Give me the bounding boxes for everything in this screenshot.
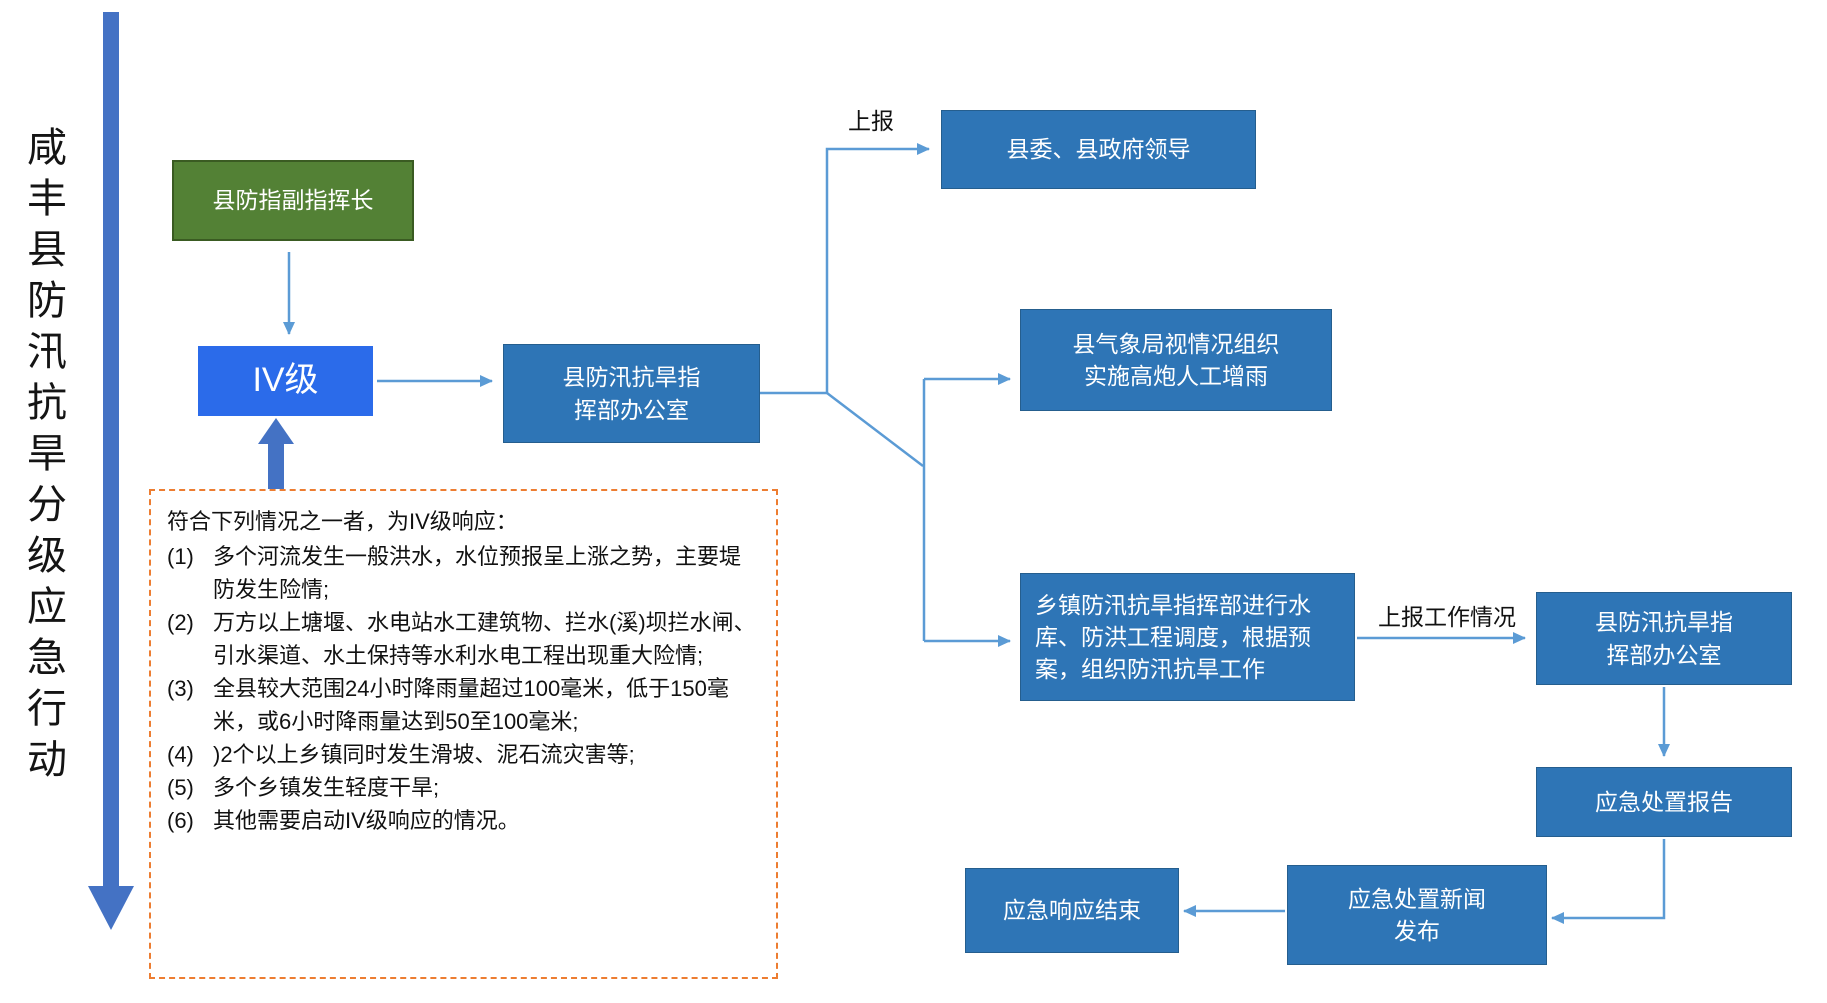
timeline-arrow-head bbox=[88, 886, 134, 930]
node-flood-office-1: 县防汛抗旱指 挥部办公室 bbox=[503, 344, 760, 443]
arrow-office-to-leaders bbox=[760, 143, 930, 395]
node-disposal-report: 应急处置报告 bbox=[1536, 767, 1792, 837]
criteria-item: (5) 多个乡镇发生轻度干旱; bbox=[167, 771, 760, 804]
criteria-item-number: (4) bbox=[167, 742, 194, 767]
criteria-item-number: (6) bbox=[167, 808, 194, 833]
criteria-item: (1) 多个河流发生一般洪水，水位预报呈上涨之势，主要堤防发生险情; bbox=[167, 540, 760, 606]
criteria-item-text: )2个以上乡镇同时发生滑坡、泥石流灾害等; bbox=[213, 742, 635, 767]
criteria-panel: 符合下列情况之一者，为IV级响应： (1) 多个河流发生一般洪水，水位预报呈上涨… bbox=[149, 489, 778, 979]
connector-diagonal bbox=[826, 392, 924, 467]
node-deputy-commander: 县防指副指挥长 bbox=[172, 160, 414, 241]
criteria-item-number: (3) bbox=[167, 676, 194, 701]
criteria-item: (2) 万方以上塘堰、水电站水工建筑物、拦水(溪)坝拦水闸、引水渠道、水土保持等… bbox=[167, 606, 760, 672]
criteria-item: (6) 其他需要启动IV级响应的情况。 bbox=[167, 804, 760, 837]
criteria-item-text: 全县较大范围24小时降雨量超过100毫米，低于150毫米，或6小时降雨量达到50… bbox=[213, 676, 729, 734]
arrow-report-to-news bbox=[1551, 839, 1666, 924]
criteria-up-arrow-head bbox=[258, 418, 294, 444]
node-weather-bureau: 县气象局视情况组织 实施高炮人工增雨 bbox=[1020, 309, 1332, 411]
criteria-item: (3) 全县较大范围24小时降雨量超过100毫米，低于150毫米，或6小时降雨量… bbox=[167, 672, 760, 738]
node-township-hq: 乡镇防汛抗旱指挥部进行水 库、防洪工程调度，根据预 案，组织防汛抗旱工作 bbox=[1020, 573, 1355, 701]
label-report-work: 上报工作情况 bbox=[1378, 604, 1516, 630]
criteria-title: 符合下列情况之一者，为IV级响应： bbox=[167, 509, 518, 534]
diagram-title-vertical: 咸丰县防汛抗旱分级应急行动 bbox=[21, 126, 65, 789]
criteria-item-text: 多个河流发生一般洪水，水位预报呈上涨之势，主要堤防发生险情; bbox=[213, 544, 742, 602]
criteria-item-text: 多个乡镇发生轻度干旱; bbox=[213, 775, 440, 800]
node-news-release: 应急处置新闻 发布 bbox=[1287, 865, 1547, 965]
timeline-arrow-shaft bbox=[103, 12, 119, 888]
criteria-item: (4) )2个以上乡镇同时发生滑坡、泥石流灾害等; bbox=[167, 738, 760, 771]
criteria-item-number: (1) bbox=[167, 544, 194, 569]
node-level-iv: IV级 bbox=[198, 346, 373, 416]
criteria-up-arrow-shaft bbox=[268, 444, 284, 489]
criteria-item-number: (2) bbox=[167, 610, 194, 635]
criteria-item-text: 万方以上塘堰、水电站水工建筑物、拦水(溪)坝拦水闸、引水渠道、水土保持等水利水电… bbox=[213, 610, 756, 668]
label-report-up: 上报 bbox=[848, 108, 894, 134]
criteria-item-text: 其他需要启动IV级响应的情况。 bbox=[213, 808, 520, 833]
criteria-item-number: (5) bbox=[167, 775, 194, 800]
node-flood-office-2: 县防汛抗旱指 挥部办公室 bbox=[1536, 592, 1792, 685]
node-county-leaders: 县委、县政府领导 bbox=[941, 110, 1256, 189]
node-response-end: 应急响应结束 bbox=[965, 868, 1179, 953]
